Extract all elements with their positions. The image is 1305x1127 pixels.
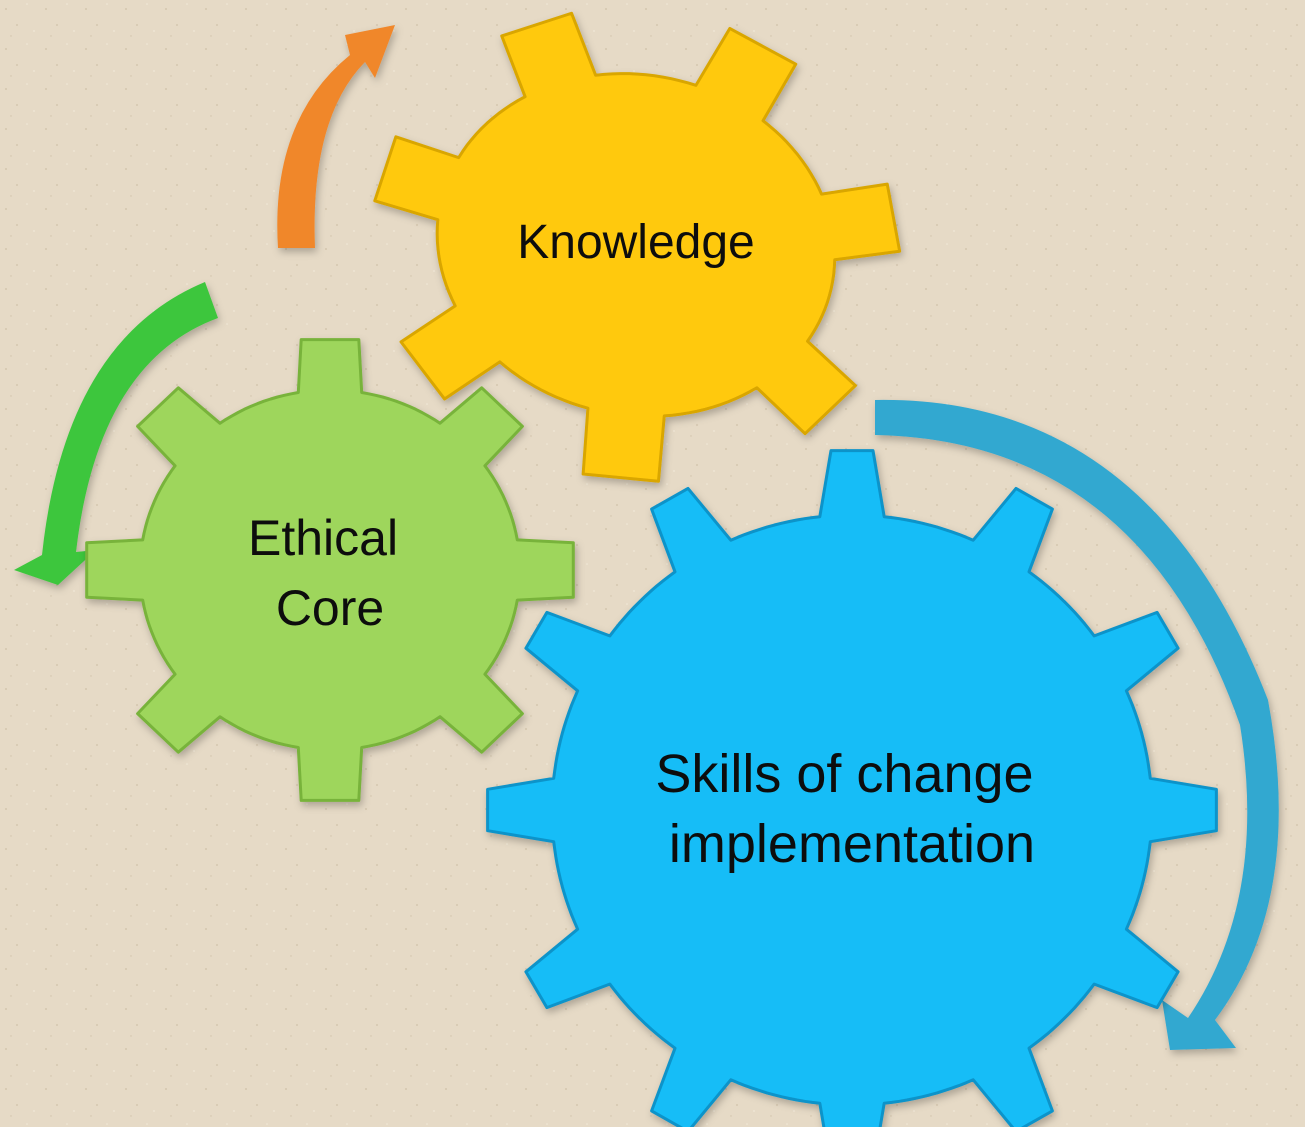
knowledge-gear-body	[373, 11, 902, 483]
ethical-core-gear: Ethical Core	[85, 338, 575, 802]
ethical-core-label: Ethical Core	[248, 510, 412, 636]
skills-label: Skills of change implementation	[655, 744, 1048, 874]
green-arrow	[14, 282, 218, 585]
ethical-gear-body	[85, 338, 575, 802]
skills-gear-body	[486, 449, 1218, 1127]
knowledge-label: Knowledge	[517, 216, 755, 269]
blue-arrow	[875, 399, 1279, 1051]
knowledge-gear: Knowledge	[373, 11, 902, 483]
orange-arrow	[277, 25, 395, 248]
skills-gear: Skills of change implementation	[486, 449, 1218, 1127]
